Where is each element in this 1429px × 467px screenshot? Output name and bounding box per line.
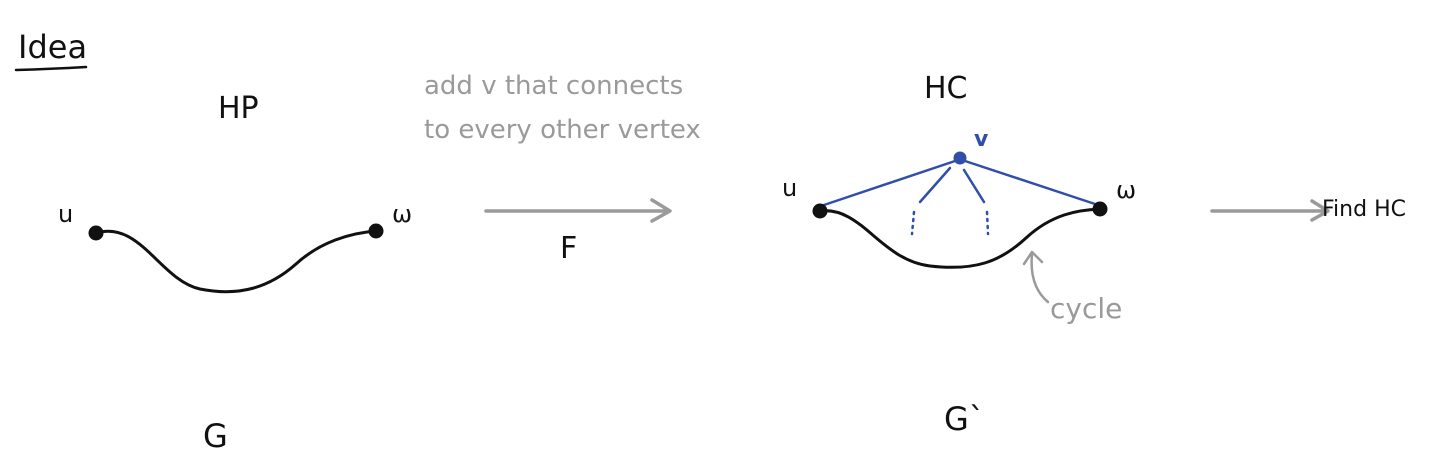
right-label-u: u [782,174,797,202]
right-vertex-w [1092,201,1108,217]
transform-arrow-head [650,198,672,223]
right-vertex-u [812,203,828,219]
right-cycle-path [818,207,1102,269]
right-label-v: v [974,127,989,152]
left-label-w: ω [392,200,412,228]
transform-label-f: F [560,231,577,266]
edge-dots-left [910,210,916,236]
edge-v-w [960,158,1100,207]
cycle-label: cycle [1050,292,1122,325]
left-label-u: u [58,200,73,228]
edge-dots-right [985,210,990,236]
heading-idea: Idea [18,28,87,66]
cycle-annotation-arrow [1030,252,1050,304]
transform-note-line2: to every other vertex [424,115,701,145]
right-label-w: ω [1116,176,1136,204]
left-path-edge [94,229,378,294]
right-vertex-v [953,151,967,165]
left-vertex-w [368,223,384,239]
hc-title: HC [924,71,968,106]
heading-underline [14,65,88,72]
cycle-annotation-arrowhead [1022,250,1044,266]
left-vertex-u [88,225,104,241]
left-graph-name: G [203,417,228,455]
hp-title: HP [218,91,259,126]
transform-note-line1: add v that connects [424,71,683,101]
edge-v-u [822,158,960,207]
edge-v-right-middle [962,168,986,204]
right-graph-name: G` [944,400,985,438]
result-arrow-head [1310,199,1330,222]
result-label: Find HC [1322,197,1406,222]
edge-v-left-middle [918,166,952,204]
